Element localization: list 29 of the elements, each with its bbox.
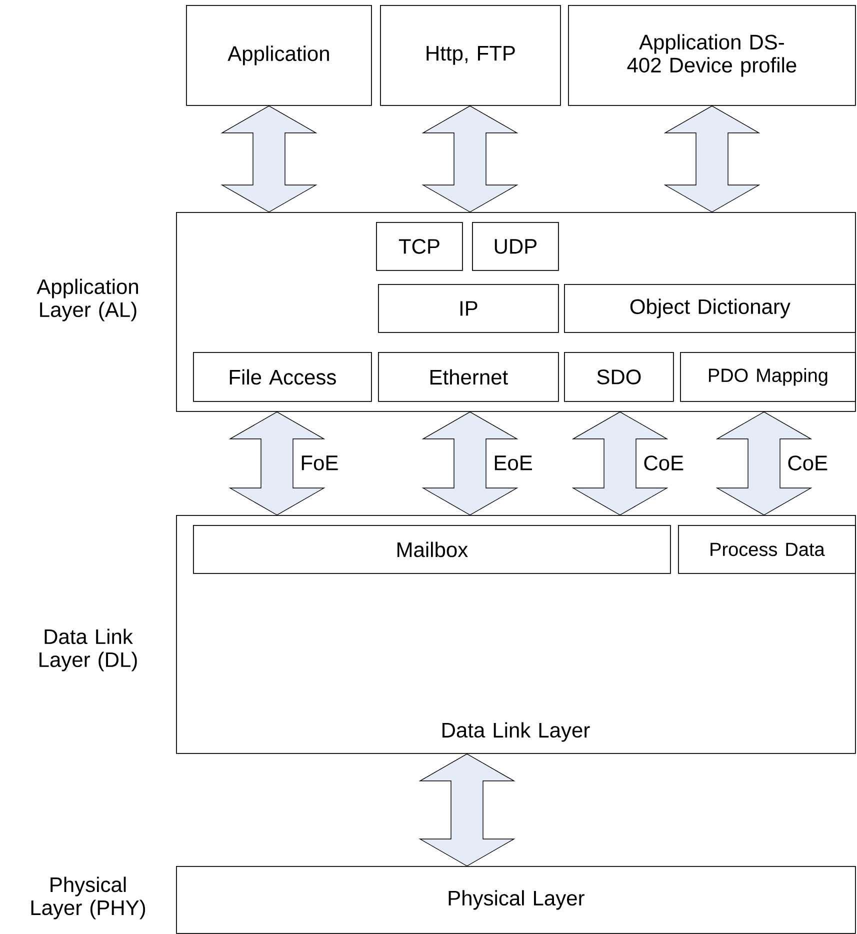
double-arrow — [572, 412, 668, 516]
protocol-box: Http, FTP — [380, 5, 561, 106]
layer-heading: Application Layer (AL) — [36, 278, 138, 322]
double-arrow — [716, 412, 812, 516]
protocol-box: Application — [186, 5, 372, 106]
layer-heading: Data Link Layer (DL) — [40, 628, 137, 672]
protocol-box: PDO Mapping — [680, 352, 856, 402]
double-arrow — [220, 106, 318, 212]
layer-heading: Physical Layer (PHY) — [31, 876, 146, 920]
protocol-box: Process Data — [678, 525, 856, 574]
protocol-box: File Access — [193, 352, 372, 402]
double-arrow — [664, 106, 760, 212]
protocol-box: TCP — [376, 222, 463, 271]
protocol-box: UDP — [472, 222, 559, 271]
protocol-box: Object Dictionary — [564, 284, 856, 333]
protocol-box: Mailbox — [193, 525, 671, 574]
double-arrow — [422, 106, 518, 212]
edge-label: EoE — [492, 454, 534, 472]
double-arrow — [418, 754, 516, 866]
protocol-box: IP — [378, 284, 559, 333]
edge-label: CoE — [642, 454, 686, 472]
double-arrow — [228, 412, 326, 516]
double-arrow — [422, 412, 518, 516]
edge-label: CoE — [786, 454, 830, 472]
protocol-box: Application DS-402 Device profile — [568, 5, 856, 106]
layer-box: Physical Layer — [176, 866, 856, 934]
protocol-box: SDO — [564, 352, 674, 402]
protocol-box: Ethernet — [378, 352, 559, 402]
edge-label: FoE — [299, 454, 340, 472]
